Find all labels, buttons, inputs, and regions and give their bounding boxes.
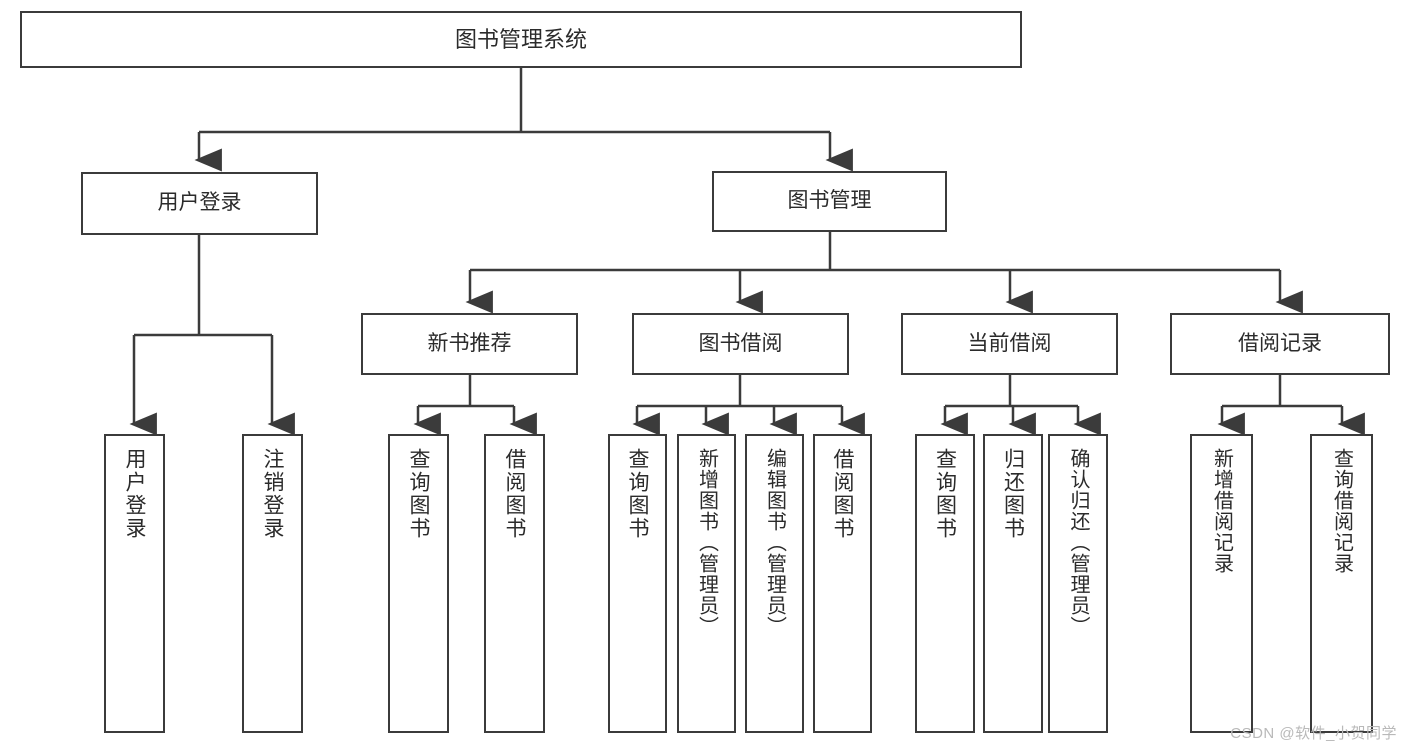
node-label: 图书借阅 [698, 331, 783, 355]
leaf-book-borrow-query-book[interactable]: 查询图书 [608, 434, 667, 733]
node-label: 查询图书 [626, 448, 649, 540]
leaf-borrow-record-add-record[interactable]: 新增借阅记录 [1190, 434, 1253, 733]
leaf-book-borrow-add-book-admin[interactable]: 新增图书（管理员） [677, 434, 736, 733]
node-label: 借阅图书 [503, 448, 526, 540]
leaf-current-borrow-return-book[interactable]: 归还图书 [983, 434, 1043, 733]
node-label: 新增借阅记录 [1210, 448, 1233, 574]
leaf-new-book-query-book[interactable]: 查询图书 [388, 434, 449, 733]
node-root-book-management-system[interactable]: 图书管理系统 [20, 11, 1022, 68]
leaf-user-login-logout[interactable]: 注销登录 [242, 434, 303, 733]
leaf-book-borrow-borrow-book[interactable]: 借阅图书 [813, 434, 872, 733]
leaf-user-login-login[interactable]: 用户登录 [104, 434, 165, 733]
leaf-book-borrow-edit-book-admin[interactable]: 编辑图书（管理员） [745, 434, 804, 733]
node-label: 编辑图书（管理员） [763, 448, 786, 637]
node-user-login[interactable]: 用户登录 [81, 172, 318, 235]
node-label: 查询图书 [407, 448, 430, 540]
node-label: 确认归还（管理员） [1067, 448, 1089, 637]
leaf-new-book-borrow-book[interactable]: 借阅图书 [484, 434, 545, 733]
node-book-borrow[interactable]: 图书借阅 [632, 313, 849, 375]
node-label: 用户登录 [123, 448, 146, 540]
node-label: 图书管理系统 [454, 26, 587, 52]
node-label: 用户登录 [157, 191, 242, 215]
node-label: 借阅图书 [831, 448, 854, 540]
node-borrow-record[interactable]: 借阅记录 [1170, 313, 1390, 375]
node-new-book-recommend[interactable]: 新书推荐 [361, 313, 578, 375]
node-label: 新书推荐 [427, 331, 512, 355]
node-label: 当前借阅 [967, 331, 1052, 355]
node-label: 归还图书 [1001, 448, 1025, 540]
leaf-borrow-record-query-record[interactable]: 查询借阅记录 [1310, 434, 1373, 733]
leaf-current-borrow-query-book[interactable]: 查询图书 [915, 434, 975, 733]
node-label: 新增图书（管理员） [695, 448, 718, 637]
node-label: 查询图书 [933, 448, 957, 540]
leaf-current-borrow-confirm-return-admin[interactable]: 确认归还（管理员） [1048, 434, 1108, 733]
node-label: 图书管理 [787, 189, 872, 213]
node-label: 查询借阅记录 [1330, 448, 1353, 574]
node-label: 借阅记录 [1238, 331, 1322, 355]
node-current-borrow[interactable]: 当前借阅 [901, 313, 1118, 375]
node-book-management[interactable]: 图书管理 [712, 171, 947, 232]
node-label: 注销登录 [261, 448, 284, 540]
